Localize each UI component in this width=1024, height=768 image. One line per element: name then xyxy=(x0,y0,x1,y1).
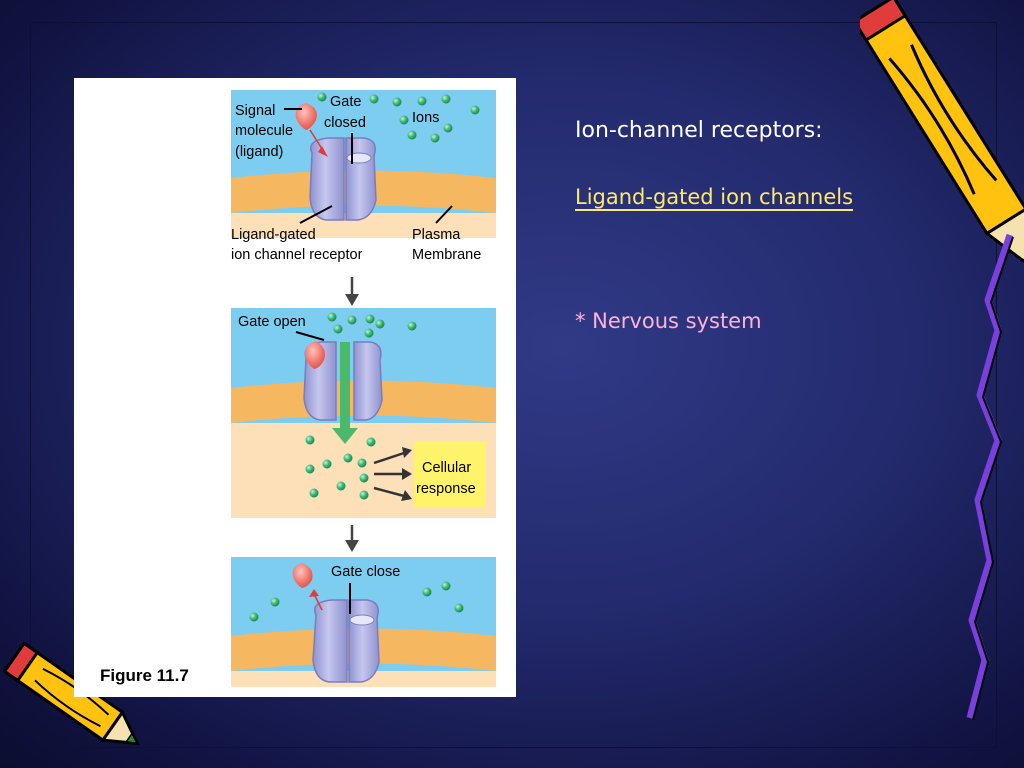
bullet-nervous-system: * Nervous system xyxy=(575,309,762,333)
slide-title: Ion-channel receptors: xyxy=(575,118,823,143)
ion-channel-closed xyxy=(312,599,380,683)
gate-open-label: Gate open xyxy=(238,314,306,330)
membrane-label-line1: Plasma xyxy=(412,227,461,243)
ligand-icon xyxy=(304,341,325,369)
panel-gate-closed: Signal molecule (ligand) Gate closed Ion… xyxy=(231,90,496,263)
signal-label-line2: molecule xyxy=(235,123,293,139)
pencil-decoration-icon xyxy=(860,0,1024,721)
ion-channel-closed xyxy=(309,137,377,221)
ions-label: Ions xyxy=(412,110,439,126)
ions-group xyxy=(249,581,464,622)
step-arrow-icon xyxy=(345,277,359,306)
gate-closed-label-line1: Gate xyxy=(330,94,361,110)
cellular-response-label-line2: response xyxy=(416,481,476,497)
slide-frame xyxy=(30,22,997,748)
figure-caption: Figure 11.7 xyxy=(100,666,189,685)
membrane-label-line2: Membrane xyxy=(412,247,481,263)
cellular-response-label-line1: Cellular xyxy=(422,460,471,476)
panel-gate-close: Gate close xyxy=(231,557,496,687)
figure-panel: Signal molecule (ligand) Gate closed Ion… xyxy=(74,78,516,697)
panel-gate-open: Cellular response Gate open xyxy=(231,308,496,518)
response-arrows-icon xyxy=(373,447,412,501)
ions-group xyxy=(305,312,417,500)
receptor-label-line1: Ligand-gated xyxy=(231,227,316,243)
gate-closed-label-line2: closed xyxy=(324,115,366,131)
slide-subtitle-link[interactable]: Ligand-gated ion channels xyxy=(575,185,854,209)
pencil-decoration-icon xyxy=(2,641,140,746)
gate-close-label: Gate close xyxy=(331,564,400,580)
ion-channel-diagram: Signal molecule (ligand) Gate closed Ion… xyxy=(231,90,496,687)
receptor-label-line2: ion channel receptor xyxy=(231,247,363,263)
ligand-icon xyxy=(292,563,313,588)
signal-label-line3: (ligand) xyxy=(235,144,283,160)
ions-group xyxy=(317,92,480,143)
step-arrow-icon xyxy=(345,525,359,552)
signal-label-line1: Signal xyxy=(235,103,275,119)
